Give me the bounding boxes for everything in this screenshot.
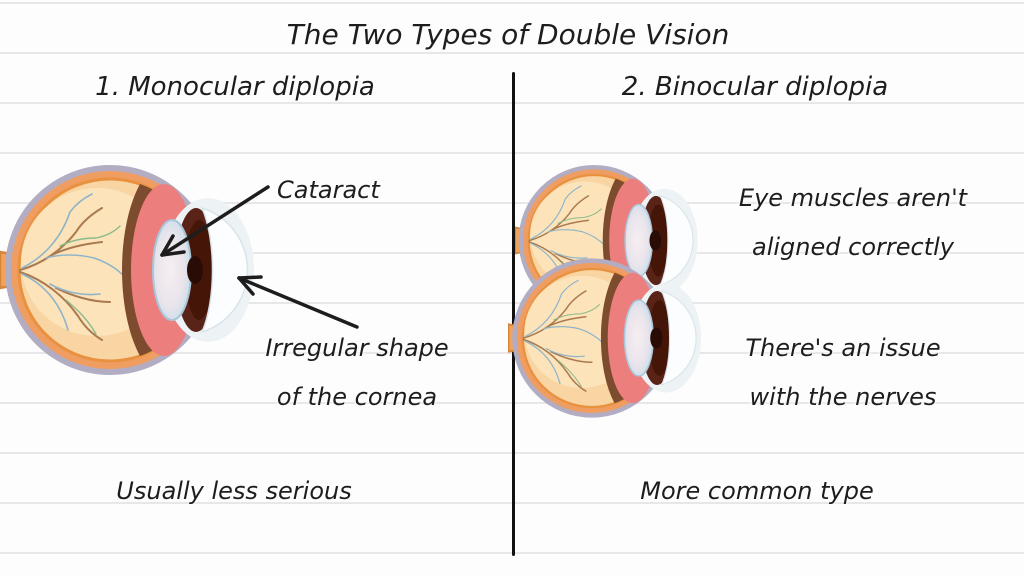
cornea-label-line1: Irregular shape: [265, 334, 449, 362]
binocular-eye-cross-section-bottom: [508, 257, 703, 419]
cataract-label: Cataract: [277, 176, 380, 204]
muscles-note-line2: aligned correctly: [752, 233, 954, 261]
diagram-title: The Two Types of Double Vision: [286, 18, 730, 51]
muscles-note-line1: Eye muscles aren't: [738, 184, 968, 212]
cornea-label: Irregular shape of the cornea: [265, 324, 448, 422]
heading-monocular-diplopia: 1. Monocular diplopia: [95, 72, 375, 102]
section-divider-line: [512, 72, 515, 556]
muscles-note: Eye muscles aren't aligned correctly: [739, 174, 967, 272]
heading-binocular-diplopia: 2. Binocular diplopia: [621, 72, 889, 102]
monocular-footer-note: Usually less serious: [116, 477, 352, 505]
nerves-note-line2: with the nerves: [749, 383, 937, 411]
nerves-note: There's an issue with the nerves: [745, 324, 940, 422]
cornea-label-line2: of the cornea: [276, 383, 438, 411]
binocular-footer-note: More common type: [640, 477, 874, 505]
nerves-note-line1: There's an issue: [745, 334, 941, 362]
monocular-eye-cross-section-illustration: [0, 163, 256, 377]
